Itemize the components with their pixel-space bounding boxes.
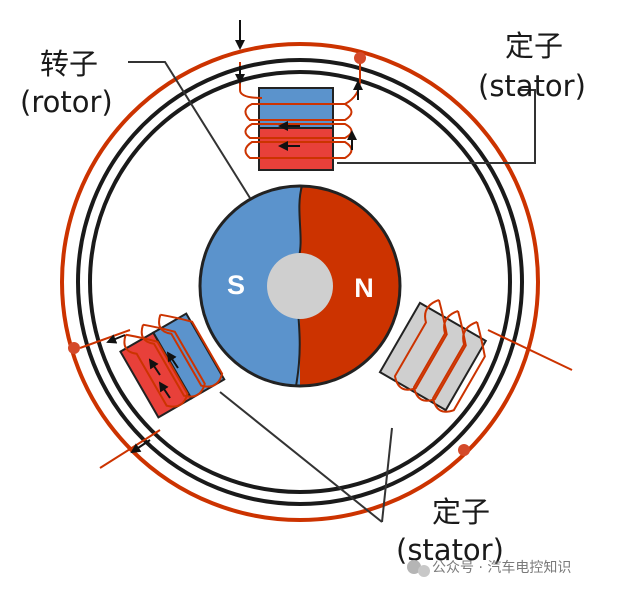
stator-bottom-left: [119, 312, 226, 419]
stator-top-red-part: [258, 127, 334, 171]
rotor-outline: [198, 184, 402, 388]
stator-top-blue-part: [258, 87, 334, 129]
stator-housing-inner: [88, 70, 512, 494]
stator-housing-outer: [76, 58, 524, 506]
rotor-label-en: (rotor): [20, 85, 113, 119]
rotor: S N: [198, 184, 402, 388]
rotor-shaft: [267, 253, 333, 319]
stator-top-label-cn: 定子: [505, 29, 563, 63]
watermark-text: 公众号 · 汽车电控知识: [432, 559, 571, 576]
watermark: 公众号 · 汽车电控知识: [407, 559, 571, 577]
rotor-n-half: [300, 186, 400, 386]
wechat-icon: [407, 560, 421, 574]
rotor-label-cn: 转子: [40, 47, 98, 81]
stator-right-coil: [393, 299, 486, 413]
stator-left-coil: [123, 313, 224, 408]
stator-top: [235, 20, 366, 171]
leader-lines: [128, 61, 536, 523]
stator-bottom-label-cn: 定子: [432, 495, 490, 529]
pole-s-label: S: [227, 270, 245, 300]
pole-n-label: N: [354, 273, 374, 303]
stator-top-label-en: (stator): [478, 69, 586, 103]
outer-circuit-ring: [60, 42, 540, 522]
stator-bottom-right: [378, 299, 488, 413]
rotor-s-half: [200, 186, 300, 386]
